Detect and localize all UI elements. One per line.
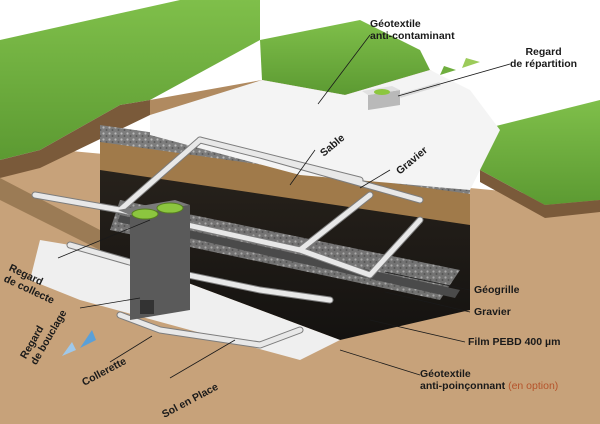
sand-layer [100, 140, 470, 225]
collection-manhole [118, 200, 190, 320]
geotextile-sheet [150, 70, 500, 190]
label-en-option: (en option) [508, 380, 559, 392]
grass-left-edge [0, 100, 150, 178]
grass-right [480, 100, 600, 205]
label-geogrille: Géogrille [474, 284, 520, 296]
grass-right-edge [480, 170, 600, 218]
grass-top-right [260, 20, 430, 95]
label-geotextile-anti-contaminant: Géotextile anti-contaminant [370, 18, 455, 42]
grass-left [0, 0, 260, 160]
soil-left [0, 178, 100, 250]
label-gravier-bottom: Gravier [474, 306, 511, 318]
outflow-arrow [62, 330, 96, 356]
label-geotextile-anti-poinconnant: Géotextile anti-poinçonnant (en option) [420, 368, 559, 392]
leader-lines [57, 34, 511, 379]
inflow-arrow [440, 58, 480, 75]
label-regard-repartition: Regard de répartition [510, 46, 578, 70]
geogrid-strip [118, 215, 460, 298]
label-film-pebd: Film PEBD 400 µm [468, 336, 561, 348]
